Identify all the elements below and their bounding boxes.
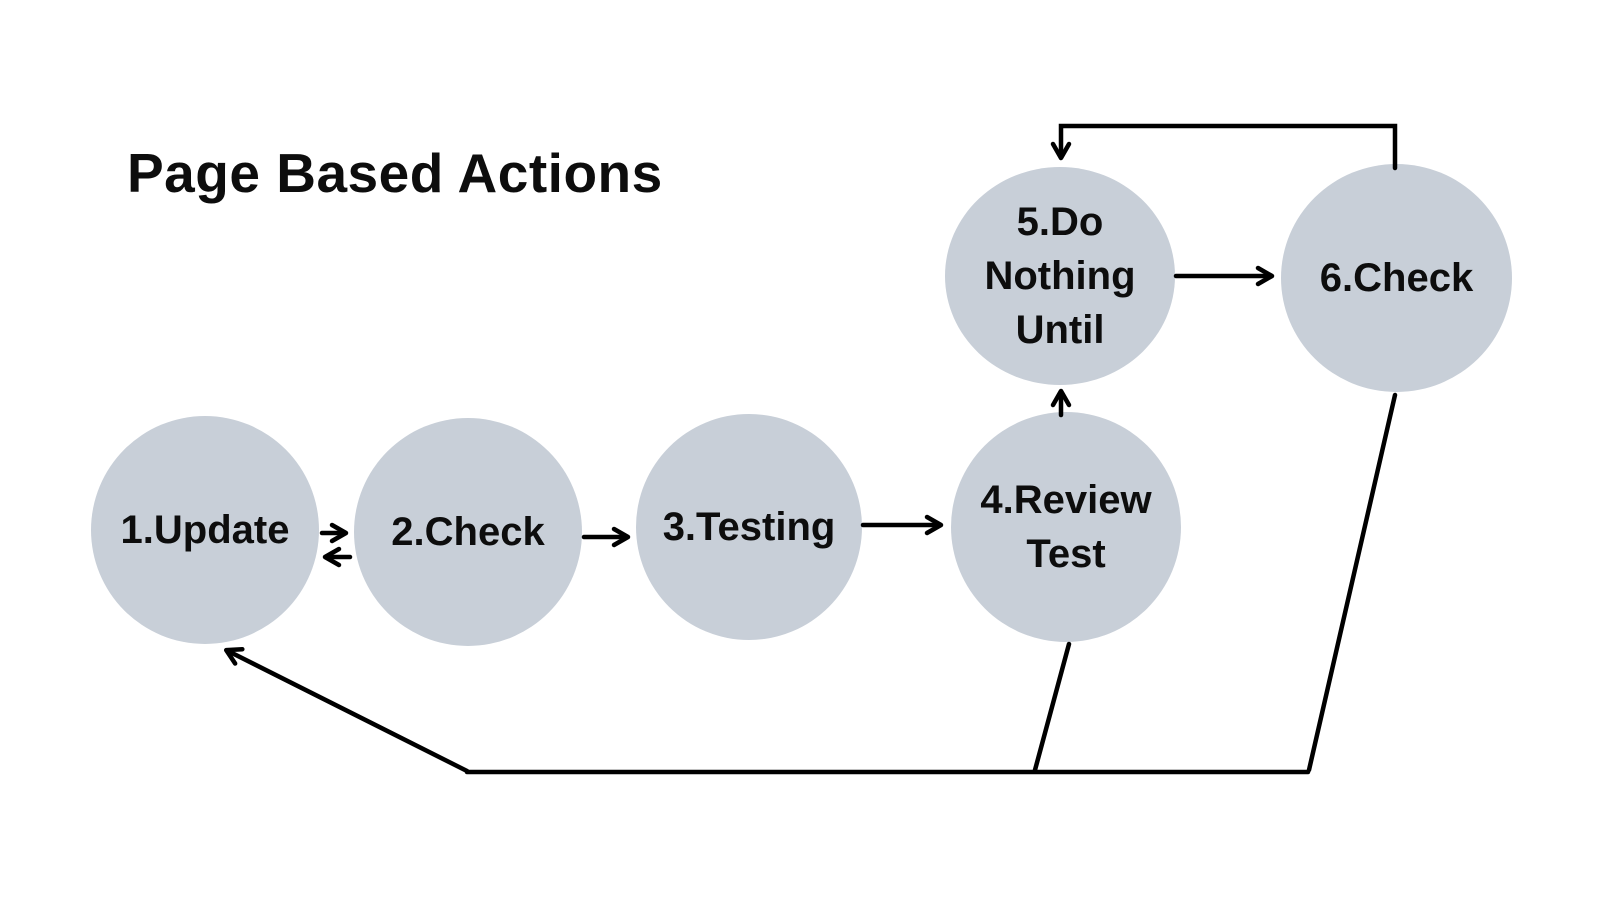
node-do-nothing-until: 5.Do Nothing Until (945, 167, 1175, 385)
node-update-line: 1.Update (120, 508, 290, 552)
node-update-label: 1.Update (121, 503, 290, 557)
node-do-nothing-until-line1: 5.Do (1016, 200, 1104, 244)
node-update: 1.Update (91, 416, 319, 644)
node-review-test-line2: Test (1026, 532, 1106, 576)
node-testing-line: 3.Testing (662, 505, 836, 549)
node-testing-label: 3.Testing (663, 500, 836, 554)
node-check2-line: 2.Check (391, 510, 545, 554)
node-do-nothing-until-line2: Nothing (984, 254, 1136, 298)
edge-bottom-to-update-arrow (223, 646, 470, 774)
node-do-nothing-until-label: 5.Do Nothing Until (984, 195, 1135, 357)
node-check2-label: 2.Check (391, 505, 544, 559)
edge-reviewtest-to-bottom-line (1032, 641, 1072, 773)
node-review-test-label: 4.Review Test (980, 473, 1151, 581)
node-review-test-line1: 4.Review (980, 478, 1152, 522)
edge-check6-to-bottom-line (1306, 392, 1398, 773)
node-check6-label: 6.Check (1320, 251, 1473, 305)
node-review-test: 4.Review Test (951, 412, 1181, 642)
node-check6-line: 6.Check (1319, 256, 1474, 300)
node-check2: 2.Check (354, 418, 582, 646)
node-check6: 6.Check (1281, 164, 1512, 392)
diagram-title: Page Based Actions (127, 142, 663, 204)
edge-check6-loop-to-donothing-arrow (1050, 123, 1398, 171)
node-testing: 3.Testing (636, 414, 862, 640)
node-do-nothing-until-line3: Until (1015, 308, 1105, 352)
